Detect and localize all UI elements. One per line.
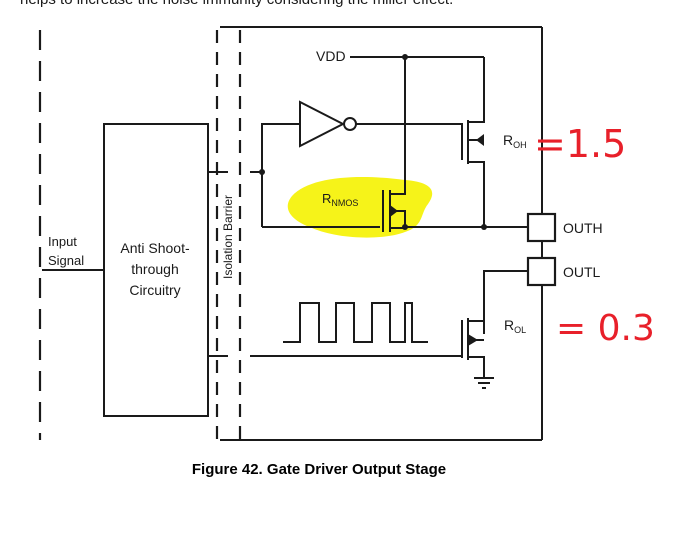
rnmos-label: RNMOS [322, 191, 358, 208]
low-side-nmos-icon [250, 318, 485, 378]
isolation-barrier-lines [215, 30, 242, 440]
nmos-transistor-icon [382, 57, 408, 232]
anti-shoot-through-block [103, 123, 209, 417]
top-clipped-text: helps to increase the noise immunity con… [20, 0, 453, 8]
outl-wire [483, 270, 528, 334]
upper-gate-network [250, 123, 380, 228]
roh-handwritten-value: =1.5 [534, 122, 626, 166]
anti-shoot-label-line1: Anti Shoot- [120, 240, 190, 256]
ground-icon [474, 377, 494, 389]
anti-shoot-label-line2: through [131, 261, 178, 277]
rnmos-highlight [287, 177, 433, 238]
pmos-transistor-icon [461, 57, 485, 227]
outl-pin [526, 256, 557, 287]
vdd-label: VDD [316, 48, 346, 64]
roh-label: ROH [503, 132, 527, 150]
pulse-train-icon [283, 302, 428, 343]
outh-junction [481, 224, 487, 230]
outl-label: OUTL [563, 264, 601, 280]
anti-shoot-label-line3: Circuitry [129, 282, 180, 298]
isolation-barrier-label: Isolation Barrier [221, 195, 235, 279]
input-label-line1: Input [48, 234, 77, 249]
outh-label: OUTH [563, 220, 603, 236]
rol-handwritten-value: = 0.3 [556, 308, 655, 349]
rol-label: ROL [504, 317, 526, 335]
outh-pin [526, 212, 557, 243]
input-label-line2: Signal [48, 253, 84, 268]
inverter-icon [299, 100, 463, 150]
figure-caption: Figure 42. Gate Driver Output Stage [192, 461, 446, 478]
